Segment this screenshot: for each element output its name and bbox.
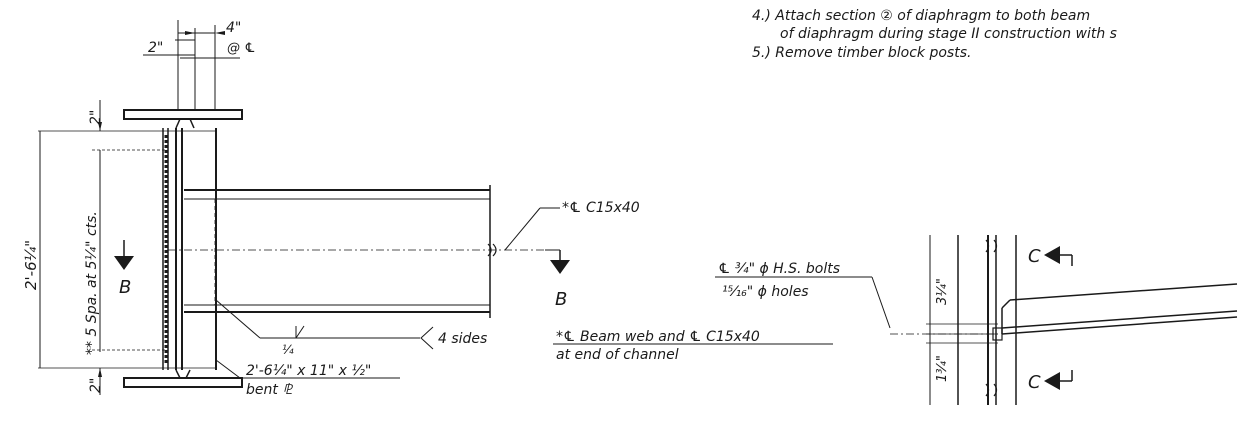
right-dimension-lines (890, 235, 998, 405)
top-dimension-lines (143, 20, 240, 110)
dim-upper: 3¼" (935, 278, 950, 305)
beam-elevation (957, 235, 1017, 405)
dim-overall: 2'-6¼" (22, 240, 40, 290)
dim-top-4: 4" (226, 20, 241, 36)
channel-c15x40 (168, 185, 545, 318)
left-dimension-lines (38, 100, 215, 395)
beam-web (162, 128, 217, 370)
weld-note: 4 sides (438, 331, 487, 347)
plate-line-2: bent ⅊ (246, 382, 293, 398)
note-4-line-2: of diaphragm during stage II constructio… (780, 26, 1117, 42)
weld-size: ¼ (282, 343, 294, 357)
left-detail: 4" @ ℄ 2" (22, 20, 833, 398)
sloped-channel (992, 283, 1238, 341)
dim-flange-bottom: 2" (88, 378, 104, 393)
bolt-spacing: ** 5 Spa. at 5¼" cts. (84, 211, 100, 355)
note-5: 5.) Remove timber block posts. (752, 45, 971, 61)
note-4-line-1: 4.) Attach section ② of diaphragm to bot… (752, 8, 1090, 24)
right-detail: 3¼" 1¾" ℄ ¾" ϕ H.S. bolts ¹⁵⁄₁₆" ϕ holes… (715, 235, 1238, 405)
beam-web-line-2: at end of channel (556, 347, 679, 363)
section-arrow-b-left (114, 240, 134, 270)
plate-line-1: 2'-6¼" x 11" x ½" (246, 363, 371, 379)
top-flange (123, 109, 243, 129)
section-arrow-b-right (545, 249, 570, 274)
section-label-c-top: C (1028, 246, 1041, 267)
bolts-label: ℄ ¾" ϕ H.S. bolts (718, 261, 840, 277)
dim-flange-top: 2" (88, 110, 104, 125)
section-label-b-left: B (119, 277, 131, 298)
dim-top-2: 2" (148, 40, 163, 56)
weld-symbol (215, 299, 434, 350)
dim-top-at-cl: @ ℄ (227, 41, 256, 56)
beam-web-line-1: *℄ Beam web and ℄ C15x40 (556, 329, 760, 345)
holes-label: ¹⁵⁄₁₆" ϕ holes (722, 284, 809, 300)
section-arrow-c-bottom (1044, 370, 1073, 390)
section-label-c-bottom: C (1028, 372, 1041, 393)
section-arrow-c-top (1044, 246, 1073, 266)
dim-lower: 1¾" (935, 355, 950, 382)
channel-callout: *℄ C15x40 (562, 200, 640, 216)
bottom-flange (123, 369, 243, 388)
section-label-b-right: B (555, 289, 567, 310)
